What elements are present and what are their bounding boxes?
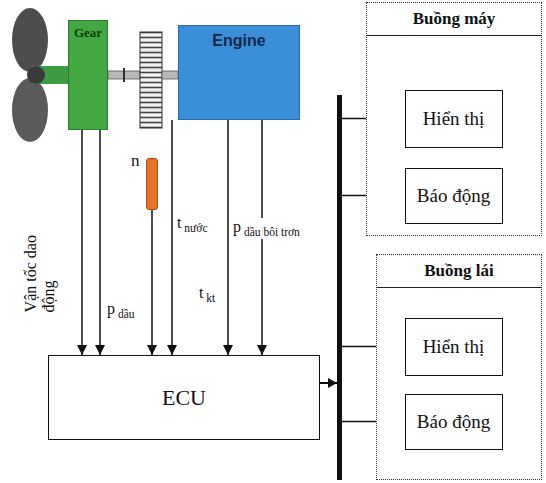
signal-label: p dầu [106, 300, 136, 321]
display-box: Hiển thị [405, 90, 503, 148]
coupling [123, 68, 125, 82]
engine-block: Engine [178, 25, 300, 120]
node-label: Báo động [417, 185, 490, 207]
signal-connector [81, 130, 83, 355]
node-label: Báo động [417, 411, 490, 433]
alarm-box: Báo động [405, 394, 503, 450]
signal-label: t kt [198, 284, 216, 305]
signal-label: Vận tốc dao động [22, 211, 59, 313]
room-heading: Buồng lái [377, 255, 541, 288]
node-label: ECU [162, 385, 206, 411]
node-label: Gear [74, 25, 102, 41]
room-panel: Buồng máyHiển thịBáo động [366, 2, 542, 236]
shaft [162, 71, 178, 79]
propeller [12, 8, 70, 142]
room-heading: Buồng máy [367, 3, 541, 36]
node-label: Engine [212, 32, 265, 50]
propeller-blade [12, 78, 48, 142]
signal-connector [99, 130, 101, 355]
room-panel: Buồng láiHiển thịBáo động [376, 254, 542, 480]
signal-label: p dầu bôi trơn [232, 218, 301, 239]
speed-sensor: n [146, 158, 158, 210]
node-label: Hiển thị [423, 108, 485, 130]
display-box: Hiển thị [405, 318, 503, 376]
propeller-hub [27, 66, 45, 84]
ecu-box: ECU [48, 355, 320, 440]
gearbox: Gear [68, 20, 108, 130]
alarm-box: Báo động [405, 168, 503, 224]
signal-label: t nước [176, 214, 209, 235]
node-label: n [131, 151, 140, 171]
signal-connector [227, 120, 229, 355]
drive-shaft [108, 32, 178, 128]
signal-connector [171, 120, 173, 355]
propeller-blade [12, 8, 48, 72]
node-label: Hiển thị [423, 336, 485, 358]
flywheel [140, 32, 162, 128]
signal-connector [151, 210, 153, 355]
